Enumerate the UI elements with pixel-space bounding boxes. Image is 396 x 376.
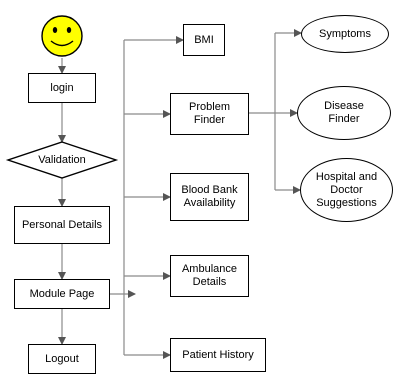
module-page-label: Module Page [29, 287, 95, 300]
bmi-label: BMI [194, 33, 214, 46]
hospital-doctor-node: Hospital and Doctor Suggestions [300, 158, 393, 222]
ambulance-node: Ambulance Details [170, 255, 249, 297]
personal-details-node: Personal Details [14, 206, 110, 244]
symptoms-node: Symptoms [301, 15, 389, 53]
logout-node: Logout [28, 344, 96, 374]
module-page-node: Module Page [14, 279, 110, 309]
validation-node: Validation [8, 151, 116, 169]
hospital-doctor-label: Hospital and Doctor Suggestions [315, 170, 378, 209]
problem-finder-node: Problem Finder [170, 93, 249, 135]
blood-bank-node: Blood Bank Availability [170, 173, 249, 221]
personal-details-label: Personal Details [21, 218, 103, 231]
start-smiley-icon [41, 15, 83, 57]
symptoms-label: Symptoms [319, 27, 371, 40]
logout-label: Logout [45, 352, 79, 365]
blood-bank-label: Blood Bank Availability [181, 184, 238, 209]
validation-diamond [5, 141, 119, 179]
ambulance-label: Ambulance Details [181, 263, 238, 288]
patient-history-node: Patient History [170, 338, 266, 372]
problem-finder-label: Problem Finder [189, 101, 230, 126]
validation-label: Validation [38, 154, 86, 166]
login-label: login [50, 81, 74, 94]
bmi-node: BMI [183, 24, 225, 56]
disease-finder-node: Disease Finder [297, 86, 391, 140]
login-node: login [28, 73, 96, 103]
patient-history-label: Patient History [182, 348, 254, 361]
disease-finder-label: Disease Finder [324, 100, 364, 125]
